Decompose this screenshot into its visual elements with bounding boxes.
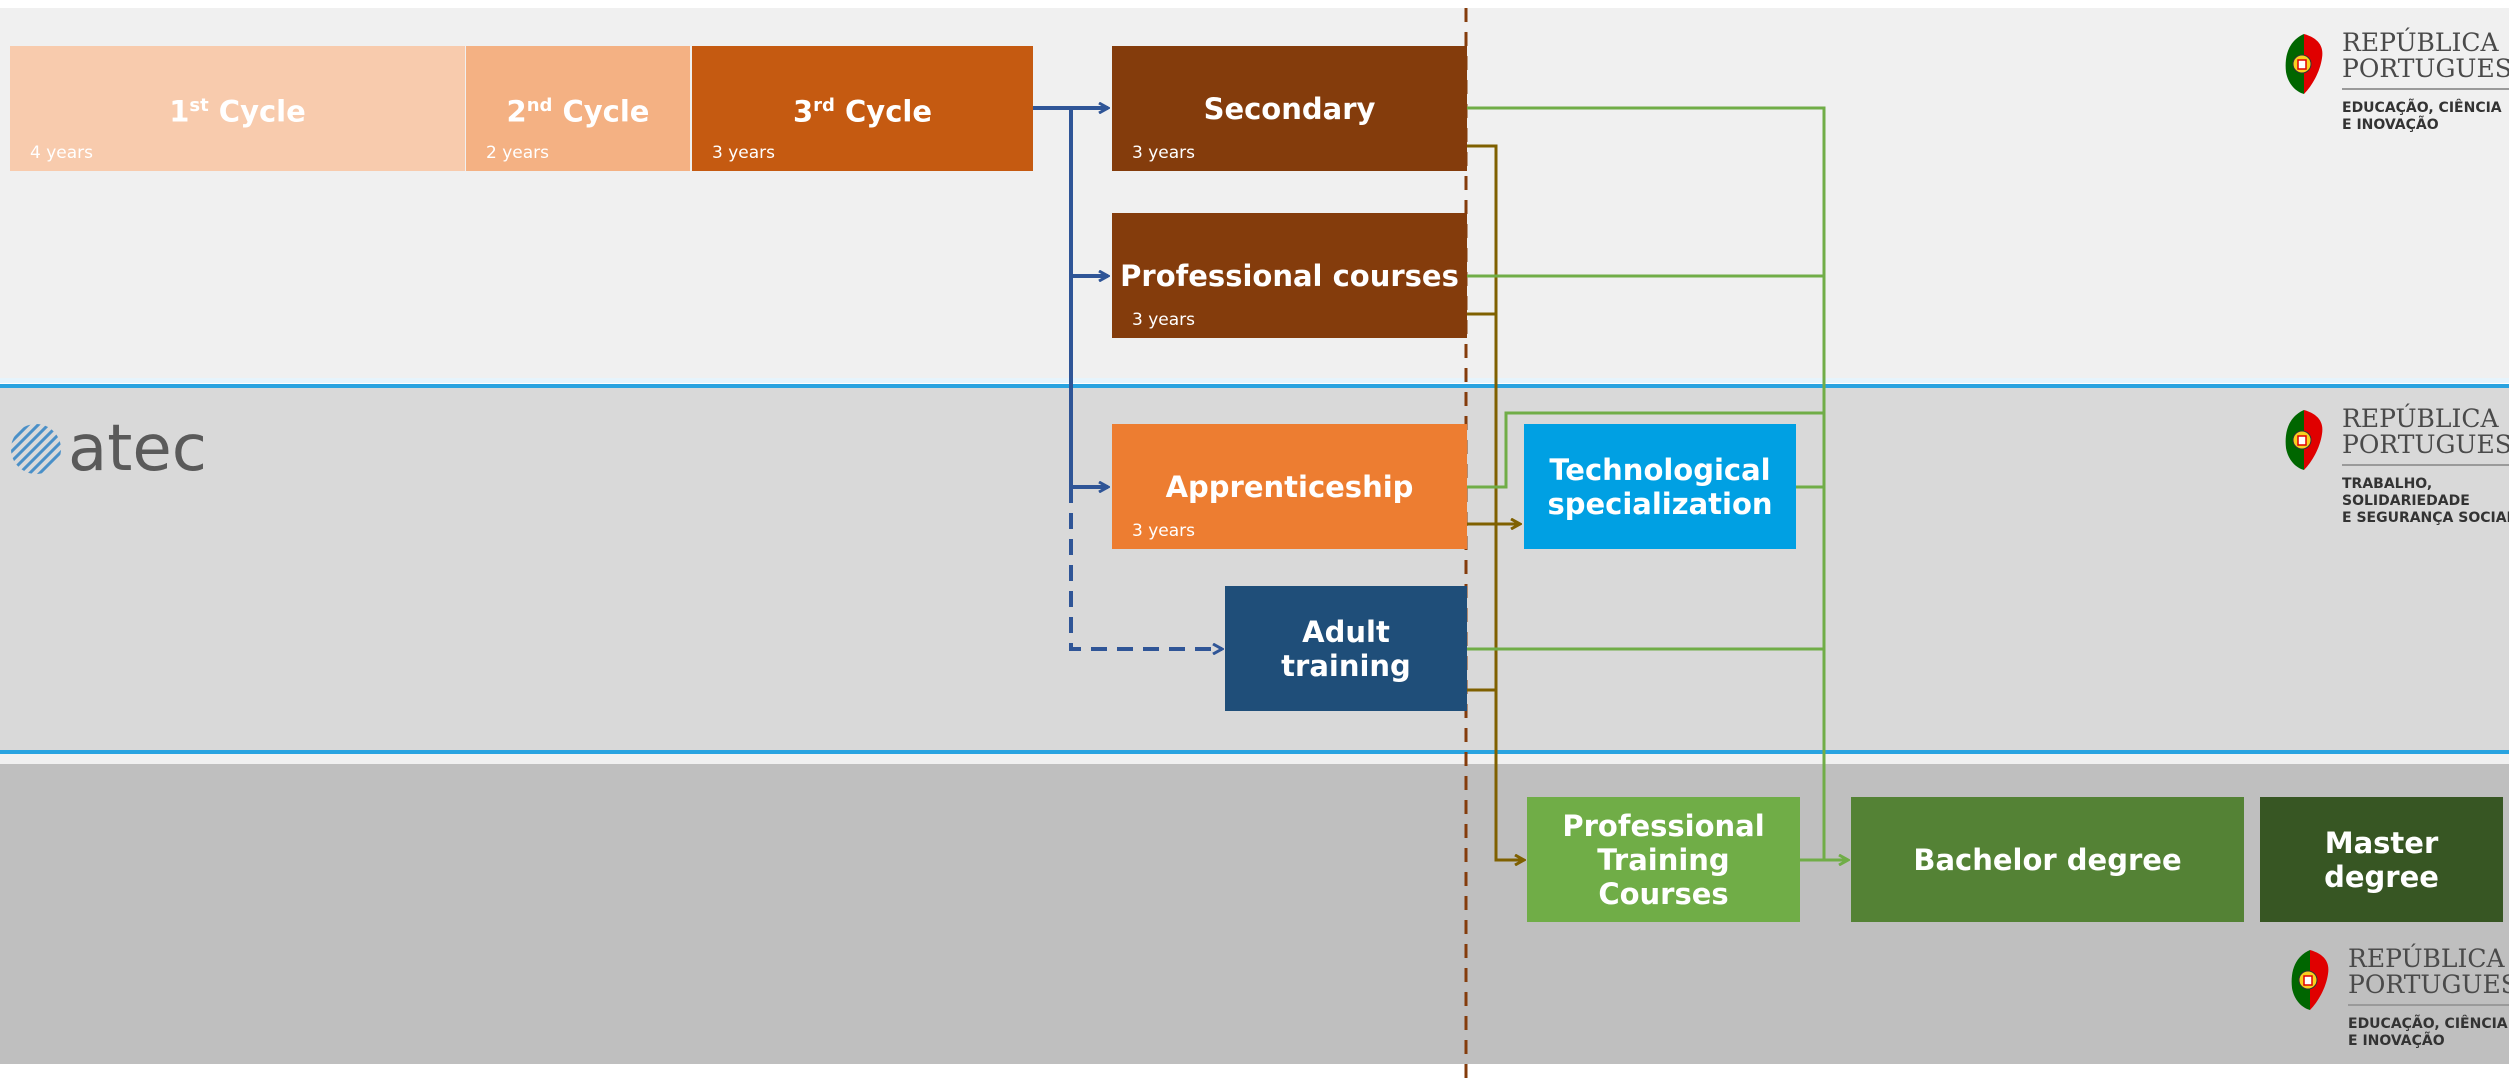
stage-bachelor-degree: Bachelor degree: [1851, 797, 2244, 922]
republica-mid-name-2: PORTUGUESA: [2342, 430, 2509, 459]
separator-line-bottom: [0, 750, 2509, 754]
stage-professional-courses-label: Professional courses: [1120, 258, 1459, 293]
atec-logo: atec: [10, 414, 207, 484]
stage-2nd-cycle-label: 2nd Cycle: [506, 94, 650, 129]
republica-top-ministry-1: EDUCAÇÃO, CIÊNCIA: [2342, 100, 2502, 116]
stage-1st-cycle-duration: 4 years: [30, 143, 94, 163]
band-separator-bottom: [0, 754, 2509, 764]
stage-3rd-cycle: 3rd Cycle 3 years: [692, 46, 1033, 171]
stage-technological-specialization-label: Technological specialization: [1547, 452, 1773, 521]
republica-mid-name-1: REPÚBLICA: [2342, 404, 2499, 433]
stage-secondary-duration: 3 years: [1132, 143, 1196, 163]
republica-bottom-name-1: REPÚBLICA: [2348, 944, 2505, 973]
stage-professional-courses-duration: 3 years: [1132, 310, 1196, 330]
separator-line-top: [0, 384, 2509, 388]
stage-1st-cycle: 1st Cycle 4 years: [10, 46, 465, 171]
stage-1st-cycle-label: 1st Cycle: [169, 94, 306, 129]
stage-bachelor-degree-label: Bachelor degree: [1913, 842, 2182, 877]
atec-logo-icon: [11, 424, 61, 474]
republica-top-rule: [2342, 88, 2509, 90]
republica-mid-ministry-2: E SEGURANÇA SOCIAL: [2342, 510, 2509, 526]
republica-mid-rule: [2342, 464, 2509, 466]
stage-secondary-label: Secondary: [1203, 91, 1376, 126]
republica-bottom-ministry-2: E INOVAÇÃO: [2348, 1033, 2445, 1049]
stage-professional-training-courses: Professional Training Courses: [1527, 797, 1800, 922]
republica-logo-mid: REPÚBLICA PORTUGUESA TRABALHO, SOLIDARIE…: [2282, 406, 2509, 527]
stage-technological-specialization: Technological specialization: [1524, 424, 1796, 549]
stage-master-degree: Master degree: [2260, 797, 2503, 922]
republica-mid-ministry-1: TRABALHO, SOLIDARIEDADE: [2342, 476, 2470, 509]
stage-2nd-cycle: 2nd Cycle 2 years: [466, 46, 690, 171]
stage-apprenticeship: Apprenticeship 3 years: [1112, 424, 1467, 549]
republica-bottom-ministry-1: EDUCAÇÃO, CIÊNCIA: [2348, 1016, 2508, 1032]
republica-top-ministry-2: E INOVAÇÃO: [2342, 117, 2439, 133]
stage-apprenticeship-duration: 3 years: [1132, 521, 1196, 541]
portugal-flag-icon: [2285, 410, 2323, 470]
atec-logo-text: atec: [68, 412, 207, 486]
republica-top-name-2: PORTUGUESA: [2342, 54, 2509, 83]
republica-logo-bottom: REPÚBLICA PORTUGUESA EDUCAÇÃO, CIÊNCIA E…: [2288, 946, 2509, 1050]
stage-secondary: Secondary 3 years: [1112, 46, 1467, 171]
band-separator-top: [0, 378, 2509, 383]
portugal-flag-icon: [2285, 34, 2323, 94]
portugal-flag-icon: [2291, 950, 2329, 1010]
republica-logo-top: REPÚBLICA PORTUGUESA EDUCAÇÃO, CIÊNCIA E…: [2282, 30, 2509, 134]
republica-bottom-rule: [2348, 1004, 2509, 1006]
republica-bottom-name-2: PORTUGUESA: [2348, 970, 2509, 999]
stage-2nd-cycle-duration: 2 years: [486, 143, 550, 163]
stage-adult-training: Adult training: [1225, 586, 1467, 711]
stage-apprenticeship-label: Apprenticeship: [1165, 469, 1414, 504]
stage-3rd-cycle-duration: 3 years: [712, 143, 776, 163]
stage-professional-courses: Professional courses 3 years: [1112, 213, 1467, 338]
stage-master-degree-label: Master degree: [2324, 825, 2439, 894]
stage-professional-training-courses-label: Professional Training Courses: [1562, 808, 1765, 911]
stage-adult-training-label: Adult training: [1281, 614, 1411, 683]
republica-top-name-1: REPÚBLICA: [2342, 28, 2499, 57]
stage-3rd-cycle-label: 3rd Cycle: [792, 94, 933, 129]
